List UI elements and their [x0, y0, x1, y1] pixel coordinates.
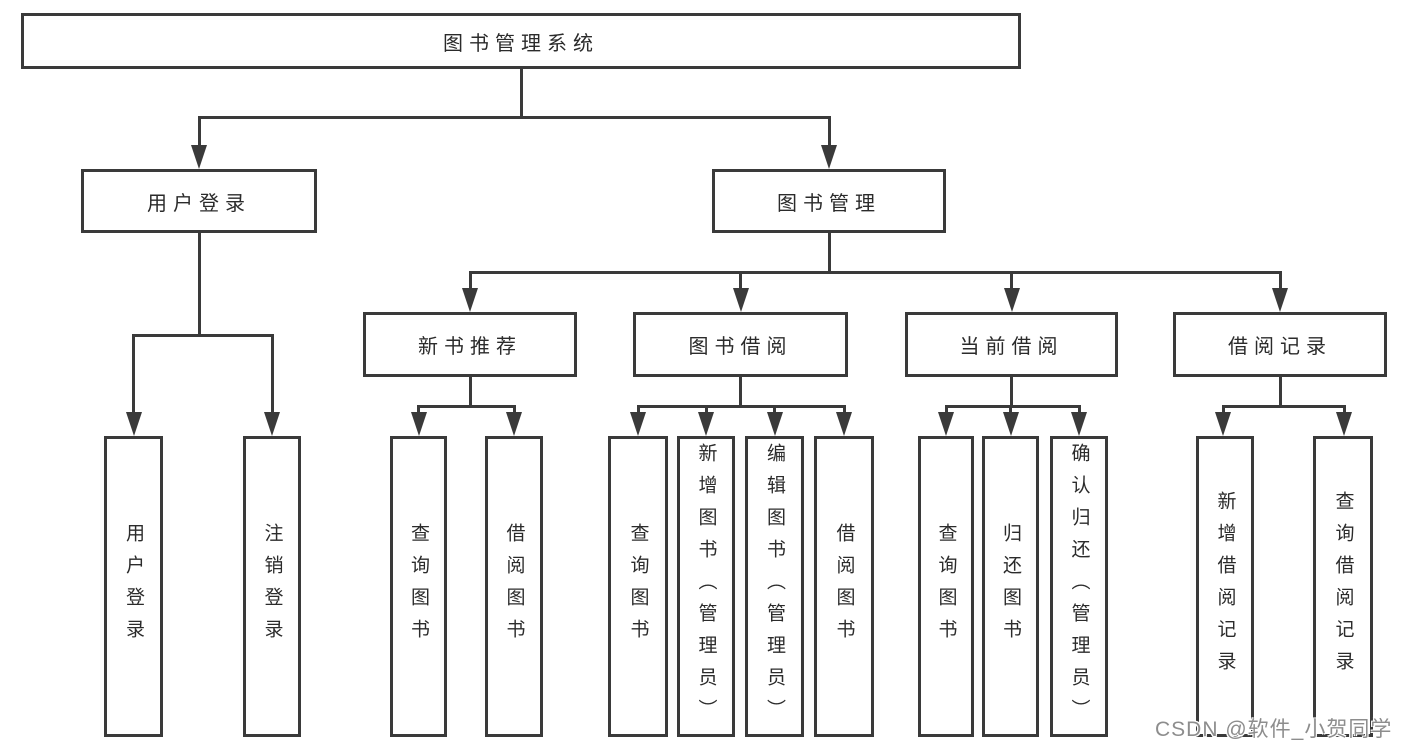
node-leaf-query-books-borrowing: 查询图书: [608, 436, 668, 737]
connector-line-vertical: [468, 377, 472, 408]
node-user-login: 用户登录: [81, 169, 317, 233]
node-leaf-confirm-return-admin: 确认归还（管理员）: [1050, 436, 1108, 737]
connector-line-horizontal: [468, 270, 1282, 274]
connector-line-vertical: [468, 272, 472, 295]
connector-line-vertical: [1221, 406, 1225, 417]
node-new-book-recommend: 新书推荐: [363, 312, 577, 377]
node-borrowing-records: 借阅记录: [1173, 312, 1387, 377]
connector-line-vertical: [1342, 406, 1346, 417]
connector-line-vertical: [704, 406, 708, 417]
connector-line-horizontal: [1221, 404, 1346, 408]
arrowhead-down-icon: [1215, 412, 1231, 436]
connector-line-vertical: [944, 406, 948, 417]
node-leaf-add-books-admin: 新增图书（管理员）: [677, 436, 735, 737]
node-leaf-borrow-books-recommend: 借阅图书: [485, 436, 543, 737]
arrowhead-down-icon: [1336, 412, 1352, 436]
watermark: CSDN @软件_小贺同学: [1155, 718, 1393, 741]
connector-line-horizontal: [636, 404, 846, 408]
arrowhead-down-icon: [1002, 412, 1019, 436]
arrowhead-down-icon: [1272, 288, 1288, 312]
connector-line-vertical: [842, 406, 846, 417]
connector-line-horizontal: [944, 404, 1081, 408]
connector-line-vertical: [636, 406, 640, 417]
connector-line-vertical: [197, 233, 201, 337]
arrowhead-down-icon: [264, 412, 280, 436]
connector-line-vertical: [739, 377, 742, 408]
connector-line-vertical: [417, 406, 420, 417]
connector-line-horizontal: [132, 333, 274, 337]
arrowhead-down-icon: [191, 145, 207, 169]
arrowhead-down-icon: [506, 412, 522, 436]
node-leaf-return-books: 归还图书: [982, 436, 1039, 737]
arrowhead-down-icon: [125, 412, 142, 436]
connector-line-vertical: [827, 233, 831, 274]
arrowhead-down-icon: [1071, 412, 1087, 436]
node-current-borrowing: 当前借阅: [905, 312, 1118, 377]
node-leaf-query-borrow-record: 查询借阅记录: [1313, 436, 1373, 737]
node-leaf-add-borrow-record: 新增借阅记录: [1196, 436, 1254, 737]
arrowhead-down-icon: [732, 288, 749, 312]
arrowhead-down-icon: [938, 412, 954, 436]
node-leaf-borrow-books-borrowing: 借阅图书: [814, 436, 874, 737]
connector-line-vertical: [1077, 406, 1081, 417]
connector-line-vertical: [197, 117, 201, 150]
connector-line-vertical: [1010, 272, 1013, 295]
connector-line-vertical: [827, 117, 831, 150]
node-book-borrowing: 图书借阅: [633, 312, 848, 377]
node-root: 图书管理系统: [21, 13, 1021, 69]
node-leaf-query-books-recommend: 查询图书: [390, 436, 447, 737]
arrowhead-down-icon: [766, 412, 783, 436]
node-leaf-logout: 注销登录: [243, 436, 301, 737]
connector-line-vertical: [512, 406, 516, 417]
connector-line-vertical: [270, 335, 274, 417]
connector-line-vertical: [773, 406, 776, 417]
node-book-management: 图书管理: [712, 169, 946, 233]
arrowhead-down-icon: [630, 412, 646, 436]
node-leaf-user-login: 用户登录: [104, 436, 163, 737]
arrowhead-down-icon: [1003, 288, 1020, 312]
connector-line-vertical: [1278, 272, 1282, 295]
arrowhead-down-icon: [462, 288, 478, 312]
node-leaf-edit-books-admin: 编辑图书（管理员）: [745, 436, 804, 737]
connector-line-vertical: [519, 69, 523, 119]
connector-line-vertical: [739, 272, 742, 295]
connector-line-horizontal: [197, 115, 831, 119]
connector-line-vertical: [1278, 377, 1282, 408]
arrowhead-down-icon: [836, 412, 852, 436]
connector-line-vertical: [1010, 377, 1013, 408]
arrowhead-down-icon: [410, 412, 427, 436]
connector-line-vertical: [132, 335, 135, 417]
node-leaf-query-books-current: 查询图书: [918, 436, 974, 737]
connector-line-horizontal: [417, 404, 516, 408]
arrowhead-down-icon: [821, 145, 837, 169]
connector-line-vertical: [1009, 406, 1012, 417]
arrowhead-down-icon: [698, 412, 714, 436]
